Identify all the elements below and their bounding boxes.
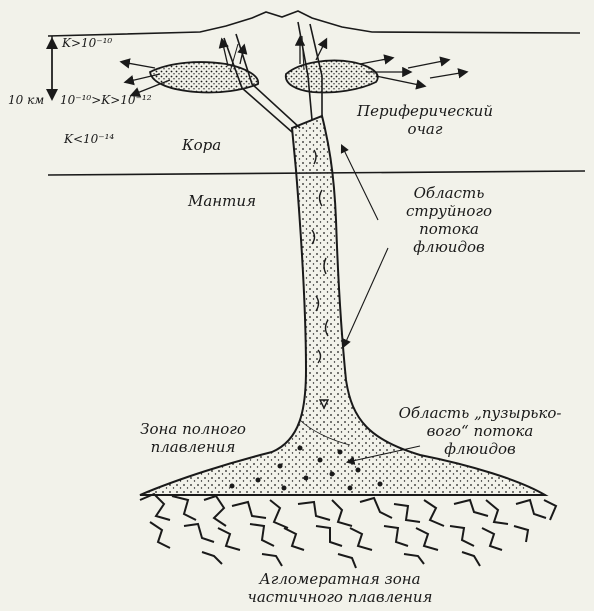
left-chamber — [150, 62, 258, 92]
jet-flow-area-label: Область струйного потока флюидов — [384, 184, 514, 256]
mantle-label: Мантия — [188, 192, 256, 210]
permeability-bottom-label: K<10⁻¹⁴ — [64, 132, 114, 146]
depth-label: 10 км — [8, 93, 44, 107]
surface-line — [48, 11, 580, 36]
crust-label: Кора — [182, 136, 221, 154]
permeability-middle-label: 10⁻¹⁰>K>10⁻¹² — [60, 93, 152, 107]
permeability-top-label: K>10⁻¹⁰ — [62, 36, 112, 50]
agglomerate-zone — [140, 494, 556, 568]
peripheral-chamber-label: Периферический очаг — [340, 102, 510, 138]
right-chamber — [286, 61, 378, 93]
full-melting-zone-label: Зона полного плавления — [118, 420, 268, 456]
bubble-flow-area-label: Область „пузырько- вого“ потока флюидов — [380, 404, 580, 458]
partial-melting-zone-label: Агломератная зона частичного плавления — [220, 570, 460, 606]
